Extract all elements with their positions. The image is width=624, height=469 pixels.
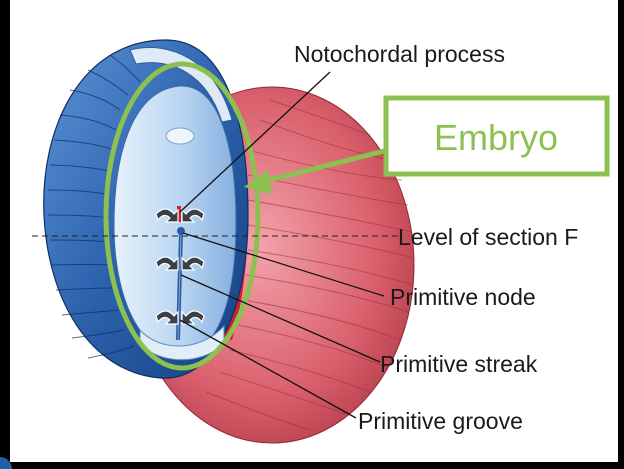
diagram-canvas: Embryo Notochordal process Level of sect… <box>10 0 618 462</box>
label-primitive-groove: Primitive groove <box>358 408 523 434</box>
label-primitive-node: Primitive node <box>390 284 536 310</box>
label-notochordal-process: Notochordal process <box>294 41 505 67</box>
label-primitive-streak: Primitive streak <box>380 351 538 377</box>
callout-label: Embryo <box>434 117 558 158</box>
label-level-of-section: Level of section F <box>398 224 578 250</box>
